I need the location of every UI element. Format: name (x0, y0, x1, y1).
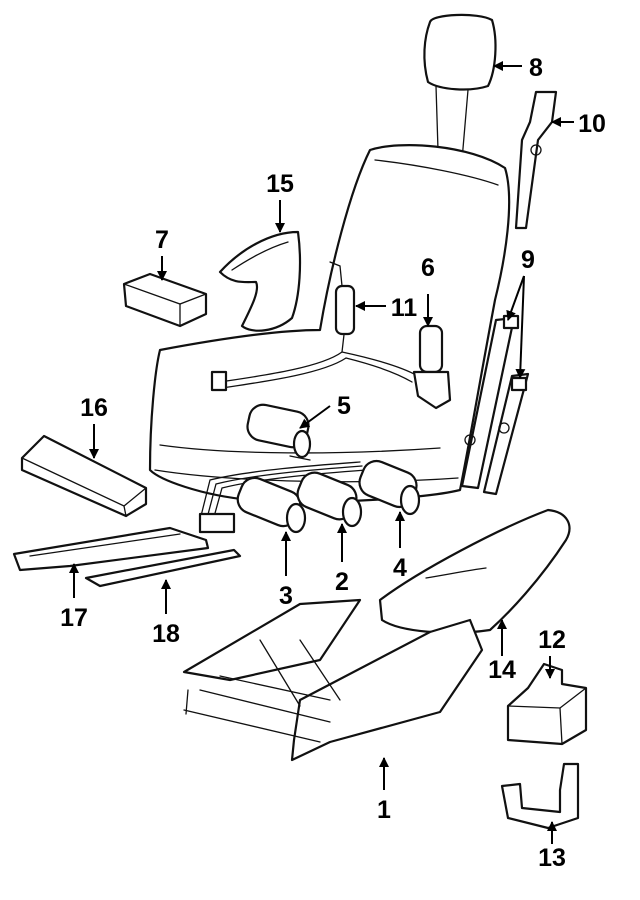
callout-12: 12 (538, 626, 566, 654)
leader-lines (69, 61, 574, 844)
bracket-13 (500, 762, 580, 830)
callout-2: 2 (335, 568, 349, 596)
headrest (423, 13, 497, 161)
callout-13: 13 (538, 844, 566, 872)
armrest (20, 434, 148, 518)
motor-3 (236, 476, 307, 534)
motor-harness (198, 461, 367, 534)
callout-3: 3 (279, 582, 293, 610)
actuator-11 (329, 261, 356, 336)
motor-5 (246, 403, 312, 461)
side-trim (378, 508, 571, 634)
callout-6: 6 (421, 254, 435, 282)
cover-panel (218, 230, 302, 332)
callout-15: 15 (266, 170, 294, 198)
track-cover-18 (84, 548, 242, 588)
callout-14: 14 (488, 656, 516, 684)
callout-18: 18 (152, 620, 180, 648)
callout-16: 16 (80, 394, 108, 422)
callout-8: 8 (529, 54, 543, 82)
seat-back (148, 144, 511, 504)
callout-7: 7 (155, 226, 169, 254)
callout-1: 1 (377, 796, 391, 824)
module-12 (506, 662, 588, 746)
callout-9: 9 (521, 246, 535, 274)
control-module (122, 272, 208, 328)
callout-4: 4 (393, 554, 407, 582)
wiring-harness (210, 299, 419, 392)
callout-17: 17 (60, 604, 88, 632)
headrest-guide (514, 90, 558, 230)
callout-labels: 1 2 3 4 5 6 7 8 9 10 11 12 13 14 15 16 1… (60, 54, 606, 872)
track-cover-17 (12, 526, 210, 572)
callout-10: 10 (578, 110, 606, 138)
motor-6 (412, 324, 452, 410)
motor-4 (358, 459, 421, 516)
motor-2 (296, 471, 363, 528)
seat-frame (182, 598, 484, 762)
callout-11: 11 (391, 294, 418, 322)
callout-5: 5 (337, 392, 351, 420)
